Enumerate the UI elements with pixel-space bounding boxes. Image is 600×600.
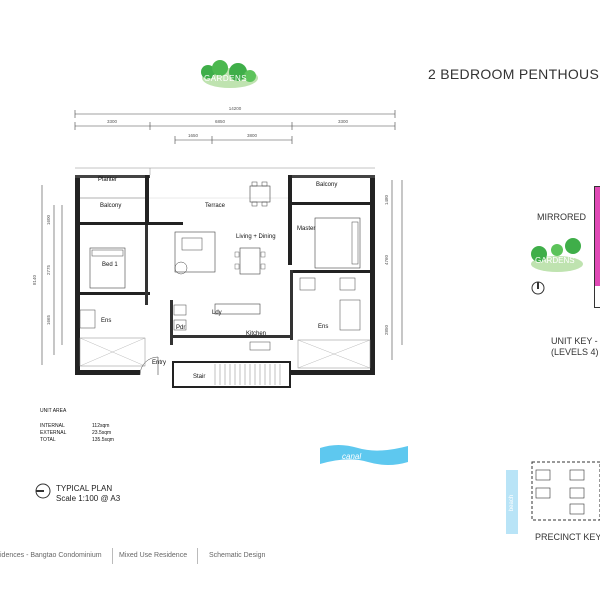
north-arrow-icon <box>35 483 51 499</box>
unit-area-total-label: TOTAL <box>40 437 56 443</box>
unit-key-gardens-label: GARDENS <box>535 256 575 265</box>
room-master: Master <box>297 226 316 232</box>
dim-right-c: 2850 <box>384 324 389 335</box>
dim-top-right: 3300 <box>338 119 349 124</box>
dim-top-middle: 6850 <box>215 119 226 124</box>
dim-sub-a: 1650 <box>188 133 199 138</box>
plan-label-scale: Scale 1:100 @ A3 <box>56 494 121 503</box>
dim-right-a: 1480 <box>384 194 389 205</box>
room-living-dining: Living + Dining <box>236 234 276 240</box>
dim-left-total: 8140 <box>32 274 37 285</box>
unit-area-external-value: 23.5sqm <box>92 430 112 436</box>
page-title: 2 BEDROOM PENTHOUSE <box>428 66 600 82</box>
room-balcony-right: Balcony <box>316 182 338 188</box>
dim-top-left: 3300 <box>107 119 118 124</box>
dim-right-b: 4760 <box>384 254 389 265</box>
unit-key-north-icon <box>531 281 545 295</box>
unit-area-external-label: EXTERNAL <box>40 430 67 436</box>
precinct-beach-strip <box>506 470 518 534</box>
precinct-key-label: PRECINCT KEY <box>535 532 600 542</box>
dim-sub-b: 3800 <box>247 133 258 138</box>
dim-left-b: 2775 <box>46 264 51 275</box>
gardens-badge: GARDENS <box>194 58 264 90</box>
top-dimensions: 14200 3300 6850 3300 1650 3800 <box>74 106 396 144</box>
canal-label: canal <box>342 452 362 461</box>
plan-label-title: TYPICAL PLAN <box>56 484 113 493</box>
unit-key-levels: (LEVELS 4) <box>551 347 599 357</box>
footer-divider <box>197 548 198 564</box>
canal-shape <box>320 445 408 465</box>
dim-overall: 14200 <box>229 106 242 111</box>
room-terrace: Terrace <box>205 203 226 209</box>
unit-area-internal-label: INTERNAL <box>40 423 65 429</box>
right-dimensions: 1480 4760 2850 <box>384 180 403 360</box>
unit-key-mirrored: MIRRORED <box>537 212 586 222</box>
footer-divider <box>112 548 113 564</box>
gardens-tree-icon <box>201 60 258 88</box>
unit-key-pink-strip <box>595 186 600 286</box>
gardens-label: GARDENS <box>204 74 248 83</box>
unit-area-internal-value: 112sqm <box>92 423 110 429</box>
room-kitchen: Kitchen <box>246 331 267 337</box>
room-ens-left: Ens <box>101 318 112 324</box>
unit-area-heading: UNIT AREA <box>40 408 67 414</box>
unit-area-total-value: 135.5sqm <box>92 437 114 443</box>
dim-left-c: 1665 <box>46 314 51 325</box>
footer-type: Mixed Use Residence <box>119 552 188 559</box>
room-balcony-left: Balcony <box>100 203 122 209</box>
footer-stage: Schematic Design <box>209 552 266 559</box>
footer-project: idences - Bangtao Condominium <box>0 552 102 559</box>
room-planter: Planter <box>98 177 118 183</box>
room-bed1: Bed 1 <box>102 262 118 268</box>
room-laundry: Ldy <box>212 310 222 316</box>
room-entry: Entry <box>152 360 167 366</box>
left-dimensions: 8140 1600 2775 1665 <box>32 185 63 365</box>
room-ens-right: Ens <box>318 324 329 330</box>
unit-key-title: UNIT KEY - ( <box>551 336 600 346</box>
unit-key-gardens-badge: GARDENS <box>527 236 589 276</box>
unit-key-tree-icon <box>531 238 583 272</box>
precinct-beach-label: beach <box>509 494 516 512</box>
room-stair: Stair <box>193 374 206 380</box>
precinct-map <box>531 461 600 521</box>
unit-key-outline <box>594 186 600 308</box>
room-powder: Pdr <box>176 325 186 331</box>
dim-left-a: 1600 <box>46 214 51 225</box>
floor-plan <box>75 167 375 388</box>
